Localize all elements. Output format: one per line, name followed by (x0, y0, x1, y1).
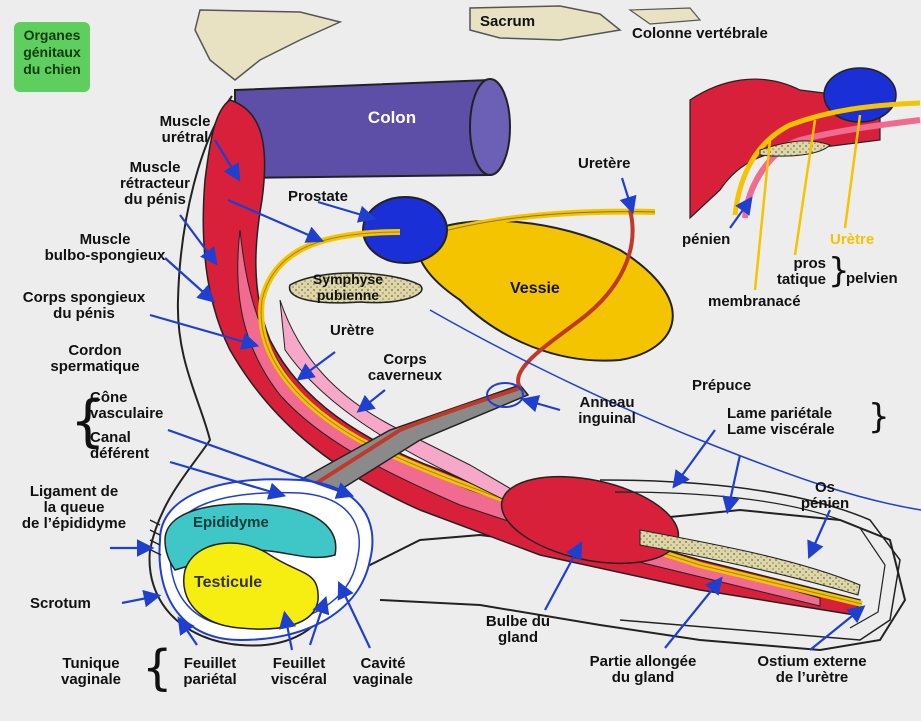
arrow-anneau (525, 400, 560, 410)
label-bulbe: Bulbe du gland (478, 614, 558, 646)
label-uretere: Uretère (578, 156, 631, 172)
label-inset-pelvien: pelvien (846, 271, 898, 287)
arrow-scrotum (122, 596, 157, 603)
brace-tunique: { (142, 640, 173, 696)
label-uretre: Urètre (330, 323, 374, 339)
label-feuillet-visceral: Feuillet viscéral (258, 656, 340, 688)
label-testicule: Testicule (194, 575, 262, 591)
label-corps-spongieux: Corps spongieux du pénis (4, 290, 164, 322)
arrow-partie (665, 580, 720, 648)
label-inset-prostatique: pros tatique (758, 256, 826, 288)
arrow-lame (728, 455, 740, 510)
label-sacrum: Sacrum (480, 14, 535, 30)
pelvis-bone (195, 10, 340, 80)
label-muscle-uretral: Muscle urétral (140, 114, 230, 146)
diagram-title: Organes génitaux du chien (14, 27, 90, 78)
label-muscle-bulbo: Muscle bulbo-spongieux (10, 232, 200, 264)
label-colon: Colon (352, 110, 432, 126)
label-inset-uretre: Urètre (830, 232, 874, 248)
label-corps-caverneux: Corps caverneux (360, 352, 450, 384)
label-cavite: Cavité vaginale (342, 656, 424, 688)
label-inset-membranace: membranacé (708, 294, 801, 310)
arrow-corps-caverneux (360, 390, 385, 410)
label-cordon: Cordon spermatique (40, 343, 150, 375)
label-prostate: Prostate (288, 189, 348, 205)
label-inset-penien: pénien (682, 232, 730, 248)
label-anneau: Anneau inguinal (567, 395, 647, 427)
label-symphyse: Symphyse pubienne (300, 271, 396, 303)
colon-shape (235, 79, 510, 178)
brace-lame: { (868, 400, 890, 434)
arrow-uretere (622, 178, 632, 210)
label-colonne: Colonne vertébrale (632, 26, 768, 42)
label-muscle-retracteur: Muscle rétracteur du pénis (100, 160, 210, 208)
label-feuillet-parietal: Feuillet pariétal (170, 656, 250, 688)
label-os-penien: Os pénien (800, 480, 850, 512)
label-cone: Cône vasculaire (90, 390, 163, 422)
label-canal: Canal déférent (90, 430, 149, 462)
label-scrotum: Scrotum (30, 596, 91, 612)
label-epididyme: Epididyme (193, 515, 269, 531)
inset-diagram (676, 58, 921, 218)
label-ostium: Ostium externe de l’urètre (742, 654, 882, 686)
label-vessie: Vessie (510, 281, 560, 297)
label-lame: Lame pariétale Lame viscérale (727, 406, 835, 438)
vertebra-bone (630, 8, 700, 24)
label-tunique: Tunique vaginale (46, 656, 136, 688)
label-partie-allongee: Partie allongée du gland (568, 654, 718, 686)
label-ligament: Ligament de la queue de l’épididyme (4, 484, 144, 532)
label-prepuce: Prépuce (692, 378, 751, 394)
